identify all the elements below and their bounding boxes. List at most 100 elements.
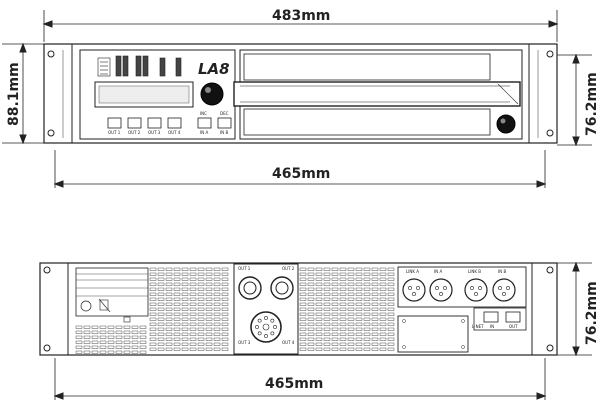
vent-slot bbox=[205, 337, 213, 341]
inb-button[interactable] bbox=[217, 117, 232, 129]
vent-slot bbox=[213, 302, 221, 306]
vent-slot bbox=[91, 335, 99, 339]
vent-slot bbox=[339, 267, 347, 271]
vent-slot bbox=[307, 297, 315, 301]
vent-slot bbox=[107, 330, 115, 334]
vent-slot bbox=[91, 350, 99, 354]
vent-slot bbox=[379, 287, 387, 291]
xlr-pin bbox=[498, 286, 502, 290]
vent-slot bbox=[181, 277, 189, 281]
out1-button[interactable] bbox=[107, 117, 122, 129]
vent-slot bbox=[173, 297, 181, 301]
out3-button[interactable] bbox=[147, 117, 162, 129]
vent-slot bbox=[371, 322, 379, 326]
vent-slot bbox=[149, 322, 157, 326]
vent-slot bbox=[371, 347, 379, 351]
vent-slot bbox=[173, 307, 181, 311]
vent-slot bbox=[173, 317, 181, 321]
vent-slot bbox=[197, 287, 205, 291]
vent-slot bbox=[363, 272, 371, 276]
vent-slot bbox=[347, 322, 355, 326]
upper-vent-slot bbox=[243, 53, 491, 81]
xlr-pin bbox=[408, 286, 412, 290]
vent-slot bbox=[213, 282, 221, 286]
vent-slot bbox=[299, 287, 307, 291]
vent-slot bbox=[115, 340, 123, 344]
vent-slot bbox=[355, 287, 363, 291]
vent-slot bbox=[221, 347, 229, 351]
vent-slot bbox=[213, 307, 221, 311]
vent-slot bbox=[157, 282, 165, 286]
rack-hole-icon bbox=[546, 129, 554, 137]
vent-slot bbox=[307, 307, 315, 311]
vent-slot bbox=[173, 347, 181, 351]
speakon-8pin-connector[interactable] bbox=[250, 311, 282, 343]
out4-button[interactable] bbox=[167, 117, 182, 129]
speakon-pin bbox=[255, 325, 259, 329]
vent-slot bbox=[157, 342, 165, 346]
vent-slot bbox=[157, 302, 165, 306]
vent-slot bbox=[331, 282, 339, 286]
vent-slot bbox=[355, 322, 363, 326]
vent-slot bbox=[123, 340, 131, 344]
vent-slot bbox=[363, 332, 371, 336]
speakon-connector-1[interactable] bbox=[238, 276, 262, 300]
xlr-link-b-connector[interactable] bbox=[464, 278, 488, 302]
vent-slot bbox=[205, 307, 213, 311]
vent-slot bbox=[363, 282, 371, 286]
vent-slot bbox=[149, 307, 157, 311]
vent-slot bbox=[197, 307, 205, 311]
vent-slot bbox=[379, 267, 387, 271]
vent-slot bbox=[99, 330, 107, 334]
vent-slot bbox=[139, 335, 147, 339]
vent-slot bbox=[387, 277, 395, 281]
network-label-in: IN bbox=[490, 324, 494, 329]
vent-slot bbox=[221, 322, 229, 326]
vent-slot bbox=[323, 342, 331, 346]
speakon-pin bbox=[270, 318, 275, 323]
vent-slot bbox=[363, 307, 371, 311]
out2-button[interactable] bbox=[127, 117, 142, 129]
vent-slot bbox=[307, 312, 315, 316]
xlr-in-b-connector[interactable] bbox=[492, 278, 516, 302]
dim-88-group bbox=[2, 42, 44, 145]
vent-slot bbox=[221, 297, 229, 301]
vent-slot bbox=[189, 337, 197, 341]
vent-slot bbox=[339, 302, 347, 306]
vent-slot bbox=[323, 317, 331, 321]
vent-slot bbox=[323, 297, 331, 301]
vent-slot bbox=[315, 332, 323, 336]
vent-slot bbox=[213, 317, 221, 321]
vent-slot bbox=[339, 337, 347, 341]
speakon-connector-2[interactable] bbox=[270, 276, 294, 300]
vent-slot bbox=[379, 337, 387, 341]
vent-slot bbox=[315, 312, 323, 316]
vent-slot bbox=[165, 342, 173, 346]
rack-hole-icon bbox=[546, 344, 554, 352]
ethernet-out-port[interactable] bbox=[505, 311, 521, 323]
vent-slot bbox=[197, 292, 205, 296]
ina-button[interactable] bbox=[197, 117, 212, 129]
power-knob[interactable] bbox=[496, 114, 516, 134]
vent-slot bbox=[323, 267, 331, 271]
vent-slot bbox=[331, 302, 339, 306]
xlr-link-a-connector[interactable] bbox=[402, 278, 426, 302]
vent-slot bbox=[299, 317, 307, 321]
button-label-out3: OUT 3 bbox=[148, 130, 161, 135]
vent-slot bbox=[355, 272, 363, 276]
dim-rear-width-label: 465mm bbox=[265, 376, 323, 392]
xlr-label-in-a: IN A bbox=[434, 269, 442, 274]
vent-slot bbox=[387, 272, 395, 276]
ethernet-in-port[interactable] bbox=[483, 311, 499, 323]
vent-slot bbox=[189, 312, 197, 316]
vent-slot bbox=[181, 327, 189, 331]
speakon-label-out4: OUT 4 bbox=[282, 340, 295, 345]
vent-slot bbox=[347, 342, 355, 346]
vent-slot bbox=[315, 307, 323, 311]
vent-slot bbox=[173, 292, 181, 296]
xlr-in-a-connector[interactable] bbox=[429, 278, 453, 302]
jog-wheel[interactable] bbox=[200, 82, 224, 106]
vent-slot bbox=[205, 287, 213, 291]
vent-slot bbox=[347, 282, 355, 286]
handle-bar[interactable] bbox=[233, 81, 521, 107]
